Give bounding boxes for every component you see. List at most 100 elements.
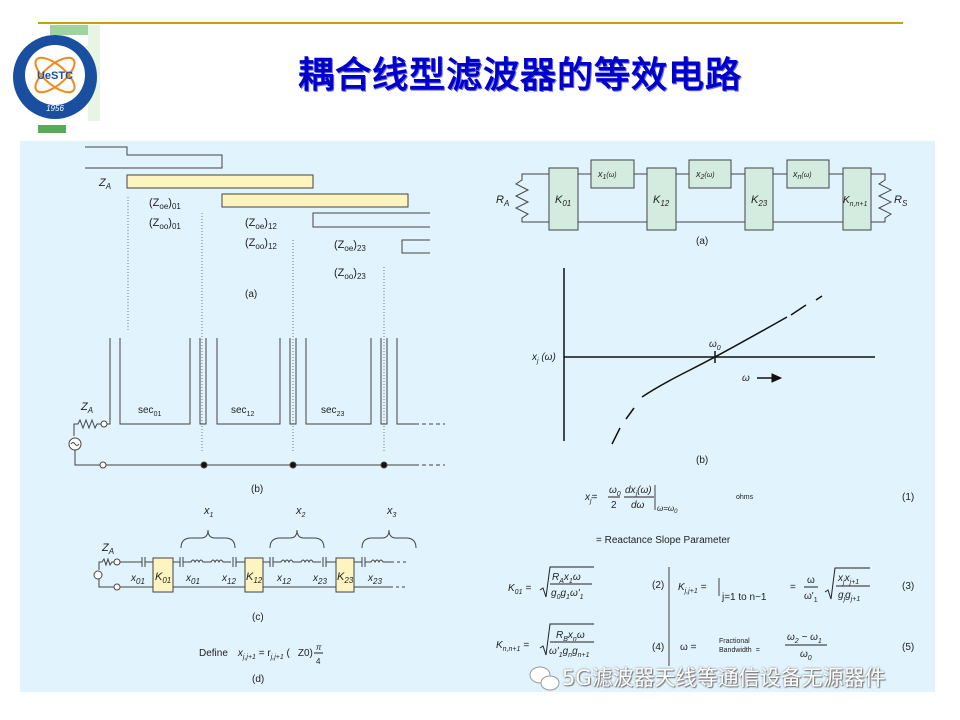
math-fragment: x: [130, 573, 137, 584]
math-fragment: − ω: [799, 632, 818, 643]
math-fragment: (ω): [704, 172, 714, 179]
math-fragment: 01: [562, 199, 571, 208]
xn-label: xn(ω): [792, 169, 812, 181]
math-fragment: g: [563, 646, 569, 657]
math-fragment: (: [284, 648, 291, 659]
math-fragment: (Z: [149, 197, 160, 209]
math-fragment: oe: [344, 244, 353, 253]
svg-text:dω: dω: [631, 500, 645, 511]
math-fragment: 1: [818, 638, 822, 645]
x01-label: x01: [130, 573, 145, 586]
svg-text:=: =: [790, 582, 796, 593]
zoe23-label: (Zoe)23: [334, 239, 366, 253]
math-fragment: 12: [253, 576, 262, 585]
svg-text:1956: 1956: [46, 104, 64, 113]
svg-text:ω0: ω0: [609, 485, 621, 498]
math-fragment: 0: [617, 491, 621, 498]
math-fragment: x: [203, 505, 210, 517]
math-fragment: K: [246, 571, 254, 583]
eq4-lhs: Kn,n+1=: [496, 640, 529, 653]
math-fragment: K: [555, 194, 563, 206]
math-fragment: x: [312, 573, 319, 584]
math-fragment: oe: [159, 202, 168, 211]
math-fragment: j: [635, 491, 638, 498]
math-fragment: (ω): [539, 352, 556, 363]
math-fragment: 12: [247, 411, 255, 418]
math-fragment: (ω): [801, 172, 811, 179]
svg-text:dxj(ω): dxj(ω): [625, 485, 652, 498]
coupled-line-layout: [85, 146, 430, 254]
watermark-text: 5G滤波器天线等通信设备无源器件: [562, 666, 886, 690]
math-fragment: dx: [625, 485, 637, 496]
math-fragment: j: [589, 498, 592, 505]
math-fragment: x: [237, 648, 244, 659]
math-fragment: sec: [138, 405, 154, 416]
math-fragment: j,j+1: [242, 654, 256, 661]
math-fragment: 01: [515, 589, 523, 596]
equations: xj= ω0 2 dxj(ω) dω ω=ω0 ohms (1) = React…: [496, 485, 914, 662]
math-fragment: j: [842, 579, 845, 586]
caption-right-a: (a): [696, 236, 708, 247]
figure-panel: [20, 141, 935, 692]
math-fragment: (Z: [334, 239, 345, 251]
math-fragment: K: [843, 195, 851, 206]
x1-label: x1(ω): [597, 169, 617, 181]
omega0-label: ω0: [709, 339, 721, 352]
math-fragment: 01: [154, 411, 162, 418]
k-inverter-network: [514, 159, 893, 231]
math-fragment: x: [792, 169, 798, 179]
math-fragment: 1: [569, 578, 573, 585]
math-fragment: ω: [577, 630, 585, 641]
math-fragment: ω: [609, 485, 617, 496]
sec01-label: sec01: [138, 405, 161, 418]
sec23-label: sec23: [321, 405, 344, 418]
math-fragment: 23: [337, 411, 345, 418]
math-fragment: oo: [255, 242, 264, 251]
math-fragment: 2: [700, 174, 705, 181]
math-fragment: g: [838, 590, 844, 601]
math-fragment: (Z: [334, 267, 345, 279]
math-fragment: 01: [136, 577, 145, 586]
math-fragment: 01: [191, 577, 200, 586]
math-fragment: n: [573, 636, 577, 643]
svg-text:Bandwidth=: Bandwidth=: [719, 647, 760, 654]
math-fragment: 0: [717, 345, 721, 352]
math-fragment: 23: [343, 576, 353, 585]
svg-text:xjxj+1: xjxj+1: [837, 573, 859, 586]
math-fragment: g: [551, 588, 557, 599]
knn1-label: Kn,n+1: [843, 195, 867, 208]
math-fragment: Z: [98, 177, 107, 189]
eq5-lhs: ω =: [680, 642, 697, 653]
k01-box-label: K01: [155, 571, 171, 585]
x12-label-2: x12: [276, 573, 291, 586]
math-fragment: R: [552, 572, 559, 583]
x2-label: x2(ω): [695, 169, 715, 181]
stub-circuit: [68, 338, 445, 469]
za-label: ZA: [98, 177, 111, 191]
math-fragment: ω: [800, 649, 808, 660]
x12-label: x12: [221, 573, 236, 586]
math-fragment: ): [168, 197, 172, 209]
reactance-slope-text: = Reactance Slope Parameter: [596, 535, 731, 546]
math-fragment: K: [653, 194, 661, 206]
slide-title: 耦合线型滤波器的等效电路: [297, 55, 742, 96]
eq5-number: (5): [902, 642, 914, 653]
sec12-label: sec12: [231, 405, 254, 418]
math-fragment: =: [756, 647, 760, 654]
math-fragment: K: [751, 194, 759, 206]
math-fragment: x: [597, 169, 603, 179]
math-fragment: K: [337, 571, 345, 583]
math-fragment: x: [276, 573, 283, 584]
math-fragment: Z: [101, 542, 110, 554]
math-fragment: S: [902, 199, 908, 208]
math-fragment: j=1 to n−1: [721, 592, 767, 603]
svg-text:gjgj+1: gjgj+1: [838, 590, 860, 603]
university-logo: UeSTC 1956: [13, 25, 100, 133]
svg-text:ω'1gngn+1: ω'1gngn+1: [549, 646, 590, 659]
math-fragment: 0: [674, 509, 678, 515]
math-fragment: = r: [256, 648, 271, 659]
math-fragment: 23: [372, 577, 382, 586]
zoo23-label: (Zoo)23: [334, 267, 366, 281]
math-fragment: oo: [344, 272, 353, 281]
